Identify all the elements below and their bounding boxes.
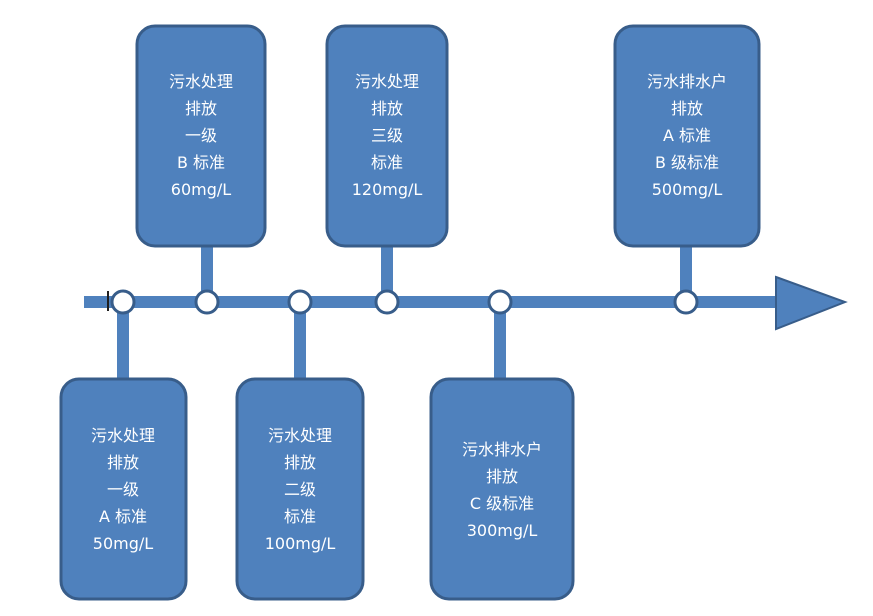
timeline-nodes — [110, 289, 699, 315]
box-line: 100mg/L — [265, 534, 336, 553]
node-6 — [673, 289, 699, 315]
axis-arrowhead — [775, 275, 848, 331]
connector-top-2 — [381, 246, 393, 298]
standard-box-bottom-3: 污水排水户 排放 C 级标准 300mg/L — [429, 377, 575, 601]
box-shape — [135, 24, 267, 248]
box-line: 120mg/L — [352, 180, 423, 199]
box-line: B 标准 — [177, 153, 225, 172]
box-line: A 标准 — [99, 507, 147, 526]
axis-start-marker — [107, 291, 109, 311]
box-line: 三级 — [371, 126, 403, 145]
box-line: 300mg/L — [467, 521, 538, 540]
box-line: 排放 — [671, 99, 703, 118]
node-3 — [287, 289, 313, 315]
box-line: 60mg/L — [171, 180, 231, 199]
node-4 — [374, 289, 400, 315]
standard-box-bottom-1: 污水处理 排放 一级 A 标准 50mg/L — [59, 377, 188, 601]
node-5 — [487, 289, 513, 315]
box-line: C 级标准 — [470, 494, 534, 513]
connector-top-1 — [201, 246, 213, 298]
box-line: 一级 — [185, 126, 217, 145]
box-line: 50mg/L — [93, 534, 153, 553]
standard-box-top-2: 污水处理 排放 三级 标准 120mg/L — [325, 24, 449, 248]
box-line: 污水排水户 — [647, 72, 727, 91]
box-line: 污水处理 — [91, 426, 155, 445]
box-shape — [325, 24, 449, 248]
box-line: B 级标准 — [655, 153, 719, 172]
box-line: 排放 — [371, 99, 403, 118]
timeline-axis — [84, 275, 848, 331]
box-line: 污水处理 — [268, 426, 332, 445]
box-shape — [59, 377, 188, 601]
box-line: A 标准 — [663, 126, 711, 145]
box-line: 排放 — [284, 453, 316, 472]
box-shape — [613, 24, 761, 248]
box-shape — [235, 377, 365, 601]
box-line: 污水处理 — [169, 72, 233, 91]
box-line: 500mg/L — [652, 180, 723, 199]
box-line: 二级 — [284, 480, 316, 499]
connector-bottom-2 — [294, 306, 306, 381]
box-line: 污水排水户 — [462, 440, 542, 459]
box-line: 排放 — [486, 467, 518, 486]
connector-top-3 — [680, 246, 692, 298]
node-1 — [110, 289, 136, 315]
connector-bottom-1 — [117, 306, 129, 381]
box-line: 污水处理 — [355, 72, 419, 91]
standard-box-bottom-2: 污水处理 排放 二级 标准 100mg/L — [235, 377, 365, 601]
box-line: 标准 — [284, 507, 316, 526]
connector-bottom-3 — [494, 306, 506, 381]
axis-shaft — [84, 296, 778, 308]
standard-box-top-3: 污水排水户 排放 A 标准 B 级标准 500mg/L — [613, 24, 761, 248]
standard-box-top-1: 污水处理 排放 一级 B 标准 60mg/L — [135, 24, 267, 248]
box-line: 标准 — [371, 153, 403, 172]
box-line: 排放 — [185, 99, 217, 118]
connectors — [117, 246, 692, 381]
box-line: 排放 — [107, 453, 139, 472]
box-shape — [429, 377, 575, 601]
box-line: 一级 — [107, 480, 139, 499]
node-2 — [194, 289, 220, 315]
